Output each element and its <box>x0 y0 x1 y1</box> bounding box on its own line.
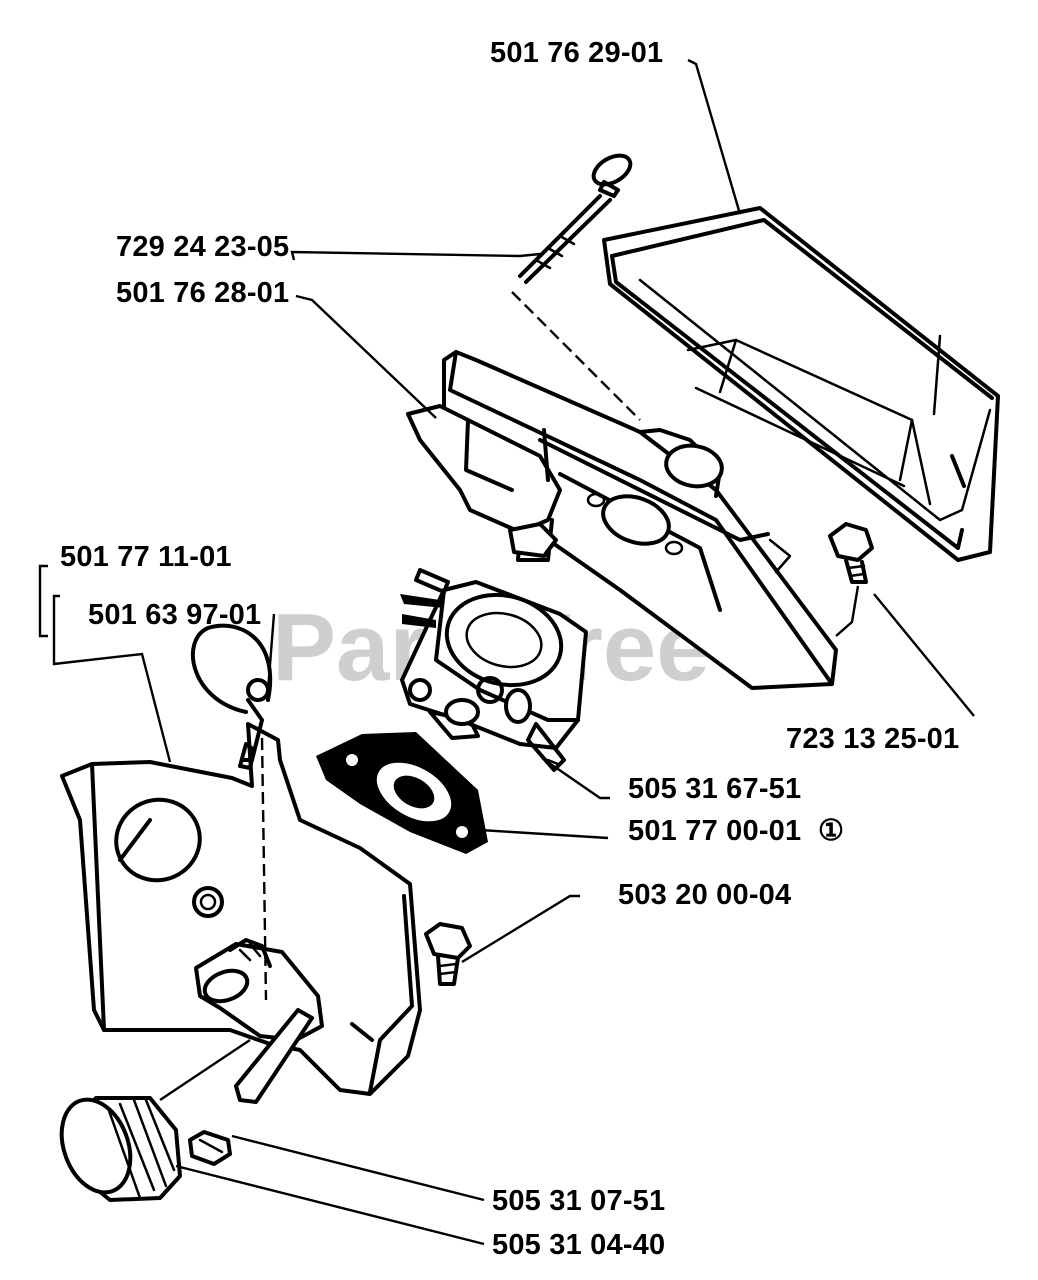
label-carburetor: 505 31 67-51 <box>628 773 801 805</box>
label-bolt-lower: 503 20 00-04 <box>618 879 791 911</box>
part-labels: 501 76 29-01 729 24 23-05 501 76 28-01 5… <box>60 37 959 1261</box>
long-screw-drawing <box>518 153 633 284</box>
leader-lines <box>38 58 975 1246</box>
air-filter-cover-drawing <box>602 206 1000 562</box>
label-gasket-note: ① <box>818 815 844 847</box>
label-carb-kit: 501 77 11-01 <box>60 541 232 573</box>
label-air-filter: 501 76 28-01 <box>116 277 289 309</box>
label-spacer-small: 505 31 07-51 <box>492 1185 665 1217</box>
label-screw-long: 729 24 23-05 <box>116 231 289 263</box>
label-throttle-linkage: 501 63 97-01 <box>88 599 261 631</box>
bolt-right-drawing <box>828 522 874 584</box>
bolt-lower-drawing <box>424 922 472 986</box>
air-filter-drawing <box>406 350 838 690</box>
label-gasket: 501 77 00-01 <box>628 815 801 847</box>
carburetor-drawing <box>400 568 588 772</box>
label-bolt-right: 723 13 25-01 <box>786 723 959 755</box>
label-knob: 505 31 04-40 <box>492 1229 665 1261</box>
gasket-drawing <box>316 732 488 854</box>
label-air-filter-cover: 501 76 29-01 <box>490 37 663 69</box>
carb-bracket-drawing <box>60 623 422 1104</box>
small-spacer-drawing <box>188 1130 232 1166</box>
knob-drawing <box>59 1096 182 1202</box>
